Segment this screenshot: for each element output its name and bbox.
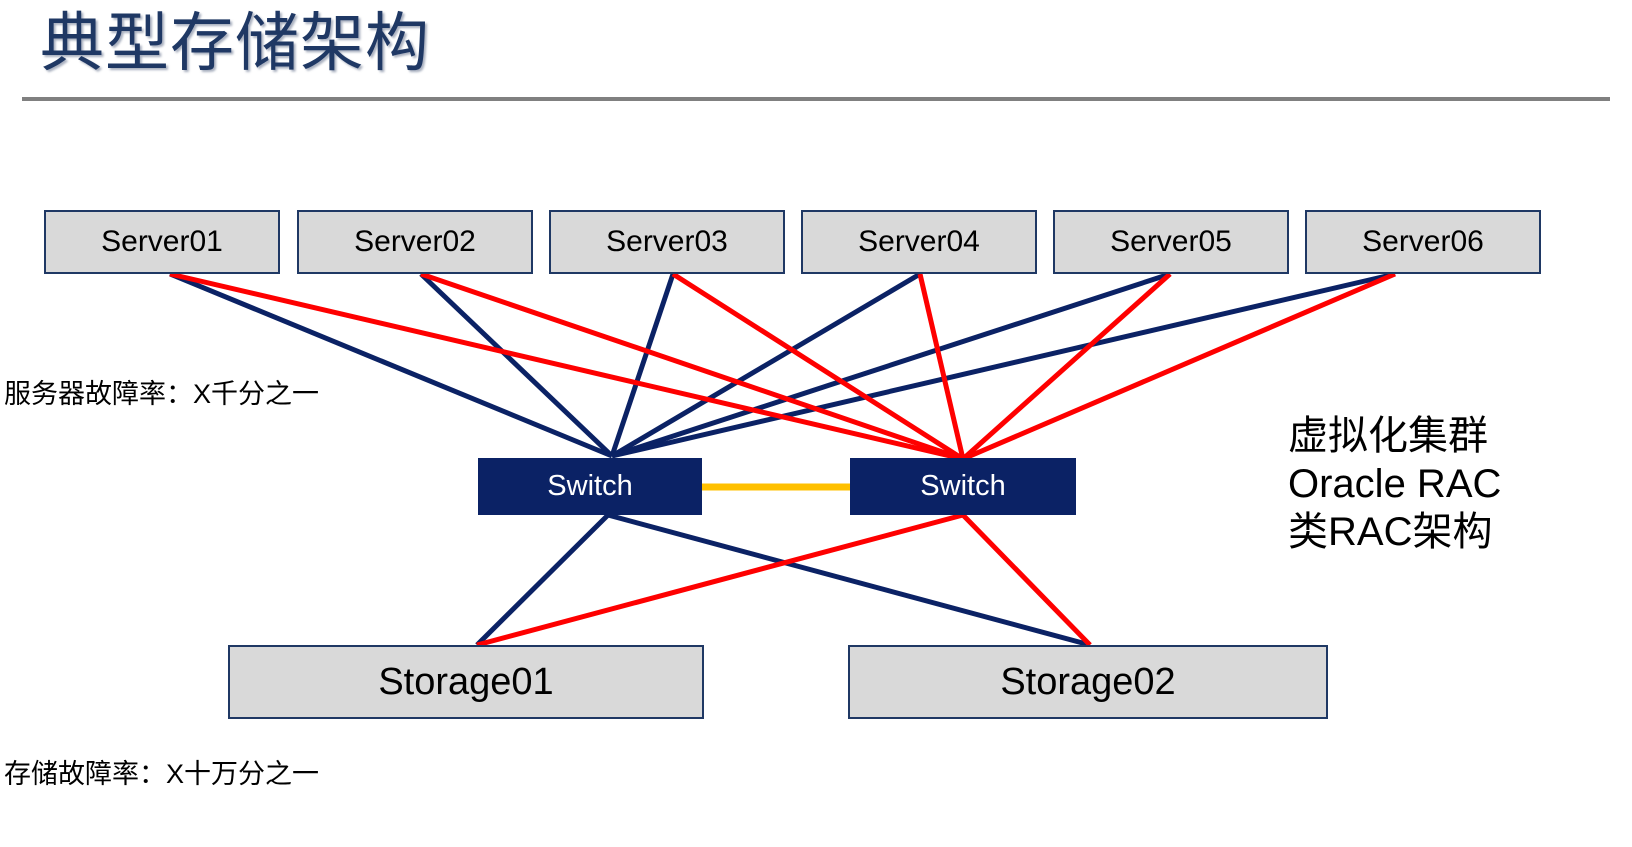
- storage-failure-rate-note: 存储故障率：X十万分之一: [4, 759, 320, 789]
- server-label: Server04: [858, 225, 980, 258]
- switch-label: Switch: [547, 470, 633, 502]
- storage-box-storage02[interactable]: Storage02: [848, 645, 1328, 719]
- cluster-type-line-2: Oracle RAC: [1288, 462, 1502, 506]
- server-box-server05[interactable]: Server05: [1053, 210, 1289, 274]
- link-server1-to-switch-right: [169, 271, 964, 462]
- link-server6-to-switch-right: [962, 271, 1396, 462]
- server-failure-rate-note: 服务器故障率：X千分之一: [4, 379, 320, 409]
- server-box-server03[interactable]: Server03: [549, 210, 785, 274]
- storage-label: Storage02: [1000, 660, 1176, 703]
- link-server2-to-switch-right: [420, 271, 964, 462]
- server-box-server06[interactable]: Server06: [1305, 210, 1541, 274]
- switch-label: Switch: [920, 470, 1006, 502]
- page-title: 典型存储架构: [40, 7, 430, 79]
- link-switch-left-to-storage02: [607, 512, 1091, 648]
- link-switch-right-to-storage02: [961, 513, 1092, 647]
- server-label: Server03: [606, 225, 728, 258]
- server-box-server01[interactable]: Server01: [44, 210, 280, 274]
- link-server1-to-switch-left: [169, 271, 613, 459]
- storage-label: Storage01: [378, 660, 554, 703]
- link-server5-to-switch-right: [961, 272, 1172, 461]
- link-switch-left-to-storage01: [475, 513, 610, 647]
- link-server5-to-switch-left: [611, 271, 1171, 459]
- title-divider: [22, 97, 1610, 101]
- server-box-server02[interactable]: Server02: [297, 210, 533, 274]
- link-switch-right-to-storage01: [476, 512, 964, 648]
- cluster-type-note: 虚拟化集群 Oracle RAC 类RAC架构: [1288, 412, 1501, 556]
- cluster-type-line-3: 类RAC架构: [1288, 510, 1493, 554]
- server-label: Server06: [1362, 225, 1484, 258]
- server-label: Server02: [354, 225, 476, 258]
- link-server4-to-switch-left: [610, 271, 922, 459]
- server-label: Server01: [101, 225, 223, 258]
- storage-box-storage01[interactable]: Storage01: [228, 645, 704, 719]
- server-label: Server05: [1110, 225, 1232, 258]
- link-server3-to-switch-right: [671, 271, 965, 462]
- switch-box-right[interactable]: Switch: [850, 458, 1076, 515]
- link-server2-to-switch-left: [419, 272, 614, 458]
- server-box-server04[interactable]: Server04: [801, 210, 1037, 274]
- switch-box-left[interactable]: Switch: [478, 458, 702, 515]
- navy-links-group: [169, 271, 1396, 648]
- link-server3-to-switch-left: [609, 273, 676, 457]
- link-server4-to-switch-right: [917, 273, 966, 460]
- red-links-group: [169, 271, 1396, 648]
- cluster-type-line-1: 虚拟化集群: [1288, 414, 1488, 458]
- link-server6-to-switch-left: [611, 271, 1396, 459]
